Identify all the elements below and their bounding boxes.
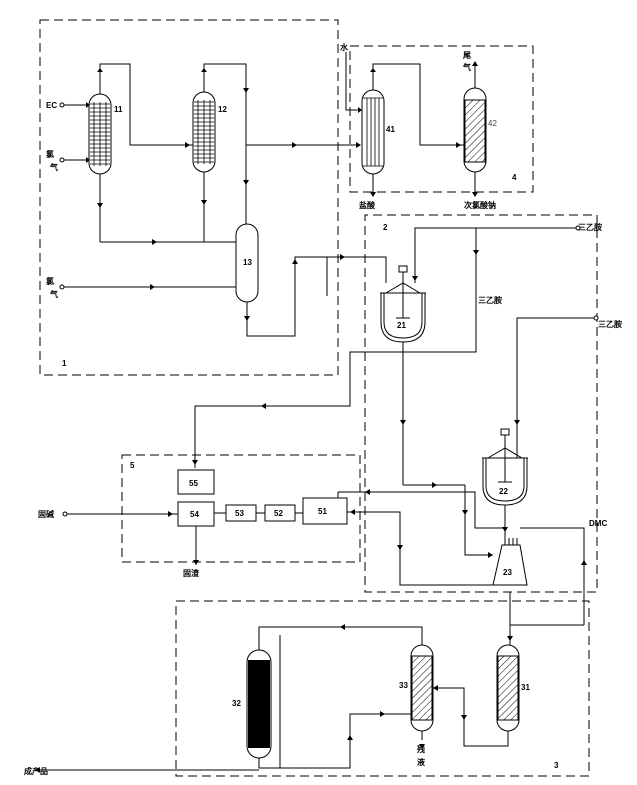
label-33: 33 xyxy=(399,681,408,690)
stream-water: 水 xyxy=(339,42,349,52)
zone-3-label: 3 xyxy=(554,761,559,770)
stream-residue-b: 液 xyxy=(417,757,425,767)
label-23: 23 xyxy=(503,568,512,577)
reactor-21 xyxy=(380,265,426,343)
reactor-22 xyxy=(482,428,528,506)
stream-hydrochloric-acid: 盐酸 xyxy=(359,200,376,210)
stream-solid-waste: 固渣 xyxy=(183,568,200,578)
stream-triethylamine-2: 三乙胺 xyxy=(478,295,502,305)
reactor-12 xyxy=(192,91,216,173)
column-32 xyxy=(246,649,272,759)
zone-5-arrows xyxy=(168,511,199,565)
reactor-11 xyxy=(88,93,112,175)
zone-3-arrows xyxy=(35,624,513,773)
label-11: 11 xyxy=(114,105,123,114)
zone-2-box xyxy=(364,214,598,593)
unit-55 xyxy=(177,469,215,495)
label-22: 22 xyxy=(499,487,508,496)
label-53: 53 xyxy=(235,509,244,518)
label-55: 55 xyxy=(189,479,198,488)
stream-chlorine-2-b: 气 xyxy=(49,289,58,299)
label-51: 51 xyxy=(318,507,327,516)
zone-4-arrows xyxy=(356,61,478,197)
label-32: 32 xyxy=(232,699,241,708)
label-13: 13 xyxy=(243,258,252,267)
zone-5-label: 5 xyxy=(130,461,135,470)
label-31: 31 xyxy=(521,683,530,692)
zone-5-piping xyxy=(62,492,350,565)
zone-1-arrows xyxy=(86,68,345,321)
absorber-42 xyxy=(463,87,487,173)
filter-23 xyxy=(492,538,528,586)
stream-product: 成产品 xyxy=(24,766,48,776)
label-12: 12 xyxy=(218,105,227,114)
stream-residue-a: 残 xyxy=(417,744,425,754)
zone-5-box xyxy=(121,454,361,563)
absorber-41 xyxy=(361,89,385,175)
zone-4-piping xyxy=(345,52,476,196)
zone-1-box xyxy=(39,19,339,376)
stream-chlorine-2-a: 氯 xyxy=(46,276,54,286)
label-52: 52 xyxy=(274,509,283,518)
zone-1-piping xyxy=(59,63,387,337)
label-42: 42 xyxy=(488,119,497,128)
zone-4-box xyxy=(349,45,534,193)
stream-triethylamine-1: 三乙胺 xyxy=(578,222,602,232)
stream-chlorine-1-a: 氯 xyxy=(46,149,54,159)
stream-chlorine-1-b: 气 xyxy=(49,162,58,172)
stream-triethylamine-3: 三乙胺 xyxy=(598,319,622,329)
label-54: 54 xyxy=(190,510,199,519)
stream-tail-gas-a: 尾 xyxy=(462,51,471,60)
zone-2-label: 2 xyxy=(383,223,388,232)
zone-4-label: 4 xyxy=(512,173,517,182)
label-21: 21 xyxy=(397,321,406,330)
zone-2-arrows xyxy=(192,250,587,565)
stream-ec: EC xyxy=(46,101,57,110)
stream-tail-gas-b: 气 xyxy=(462,62,471,72)
zone-1-label: 1 xyxy=(62,359,67,368)
label-41: 41 xyxy=(386,125,395,134)
column-33 xyxy=(410,644,434,732)
stream-solid-base: 固碱 xyxy=(38,509,54,519)
stream-dmc: DMC xyxy=(589,519,607,528)
stream-hypochlorite: 次氯酸钠 xyxy=(464,200,496,210)
column-31 xyxy=(496,644,520,732)
unit-51 xyxy=(302,497,348,525)
